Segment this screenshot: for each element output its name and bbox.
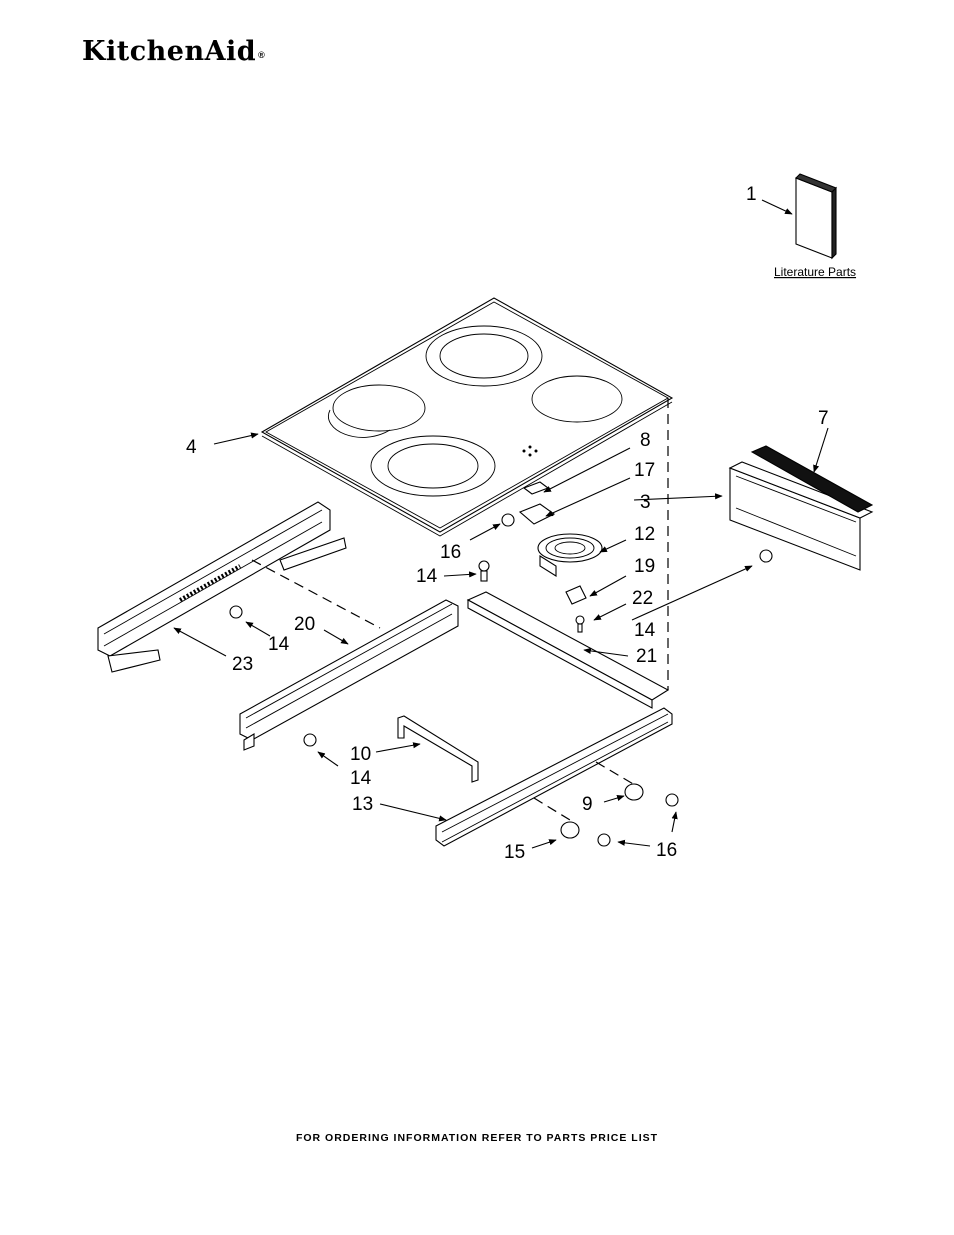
callout-16-top: 16 [440, 542, 461, 563]
ordering-info-footer: FOR ORDERING INFORMATION REFER TO PARTS … [295, 1132, 659, 1144]
callout-9: 9 [582, 794, 593, 815]
leader-lines [173, 199, 829, 849]
callout-14-center: 14 [416, 566, 438, 587]
callout-12: 12 [634, 524, 655, 545]
element-clip [565, 585, 587, 605]
callout-13: 13 [352, 794, 373, 815]
callout-4: 4 [186, 437, 197, 458]
callout-23: 23 [232, 654, 253, 675]
callout-labels: 1 4 8 17 16 12 14 19 22 14 21 7 3 20 14 … [186, 184, 829, 863]
support-brace [397, 715, 479, 783]
callout-20: 20 [294, 614, 315, 635]
surface-element [537, 533, 603, 577]
callout-8: 8 [640, 430, 651, 451]
literature-booklet [795, 173, 837, 260]
literature-parts-label: Literature Parts [774, 265, 856, 279]
element-bracket [518, 503, 556, 525]
kitchenaid-logo: KitchenAid® [82, 36, 265, 67]
callout-14-right: 14 [634, 620, 656, 641]
right-side-bracket [728, 461, 874, 571]
callout-3: 3 [640, 492, 651, 513]
center-bar [466, 591, 670, 709]
callout-10: 10 [350, 744, 371, 765]
callout-21: 21 [636, 646, 657, 667]
callout-19: 19 [634, 556, 655, 577]
callout-17: 17 [634, 460, 655, 481]
callout-14-front: 14 [350, 768, 372, 789]
brand-name: KitchenAid [82, 36, 257, 67]
left-side-bracket [97, 501, 347, 673]
callout-1: 1 [746, 184, 757, 205]
callout-22: 22 [632, 588, 653, 609]
callout-15: 15 [504, 842, 525, 863]
callout-14-left: 14 [268, 634, 290, 655]
leveler-front [560, 821, 580, 839]
callout-7: 7 [818, 408, 829, 429]
gasket-strip [750, 445, 874, 513]
screws [229, 513, 773, 847]
cooktop-glass [260, 297, 674, 537]
registered-mark: ® [258, 50, 266, 60]
callout-16-bottom: 16 [656, 840, 677, 861]
leveler-rear [624, 783, 644, 801]
bottom-rail [435, 707, 673, 847]
front-rail [239, 599, 459, 751]
